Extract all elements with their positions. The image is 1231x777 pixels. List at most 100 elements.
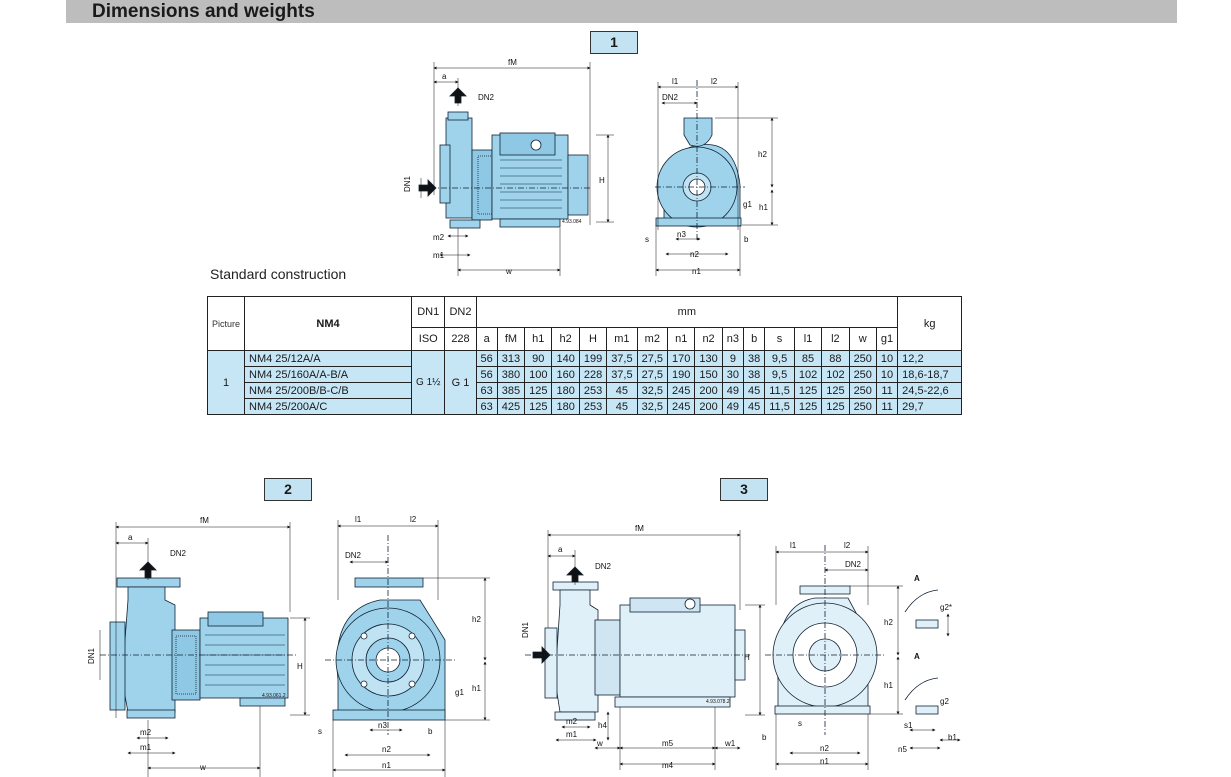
col-header-g1: g1 <box>875 327 899 351</box>
col-header-kg: kg <box>897 296 963 351</box>
cell-n1: 190 <box>667 366 696 383</box>
cell-n1: 170 <box>667 350 696 367</box>
cell-h2: 180 <box>551 382 580 399</box>
cell-l2: 125 <box>821 382 850 399</box>
dim-w-2: w <box>199 763 206 772</box>
cell-n3: 49 <box>721 382 745 399</box>
dim-DN2-front: DN2 <box>662 93 679 102</box>
drawing-3-front-labels: l1 l2 DN2 h2 h1 s b n2 n1 A A g2* g2 s1 … <box>762 541 957 766</box>
col-header-m1: m1 <box>606 327 638 351</box>
col-header-H: H <box>578 327 608 351</box>
cell-b: 45 <box>742 382 766 399</box>
cell-h1: 100 <box>524 366 553 383</box>
col-header-h2: h2 <box>551 327 580 351</box>
cell-b: 38 <box>742 366 766 383</box>
col-header-l2: l2 <box>821 327 850 351</box>
col-header-n1: n1 <box>667 327 696 351</box>
dim-H-3: H <box>744 653 750 662</box>
section-title: Dimensions and weights <box>92 1 315 22</box>
dim-DN2-2f: DN2 <box>345 551 362 560</box>
dim-DN2-2: DN2 <box>170 549 187 558</box>
cell-picture: 1 <box>206 350 246 415</box>
dim-n2-2: n2 <box>382 745 391 754</box>
motor-body-2 <box>199 617 289 699</box>
dim-m2-2: m2 <box>140 728 152 737</box>
drawing-2-front-dims <box>332 520 490 777</box>
dim-fM-3: fM <box>635 524 644 533</box>
pump-casing-2 <box>121 586 176 713</box>
caption-standard-construction: Standard construction <box>210 266 347 282</box>
cell-s: 11,5 <box>764 382 795 399</box>
drawing-1-front-labels: l1 l2 DN2 h2 h1 g1 s n3 b n2 n1 <box>645 77 768 276</box>
col-header-w: w <box>848 327 877 351</box>
drawing-2-labels: fM a DN2 DN1 H m2 m1 w 4.93.061.2 <box>87 516 303 772</box>
dim-g1-2: g1 <box>455 688 464 697</box>
cell-b: 45 <box>742 398 766 415</box>
dim-h2: h2 <box>758 150 767 159</box>
cell-model: NM4 25/200B/B-C/B <box>244 382 413 399</box>
dim-b: b <box>744 235 749 244</box>
dim-n1: n1 <box>692 267 701 276</box>
cell-a: 63 <box>475 382 498 399</box>
drawing-2-side-view <box>100 561 298 719</box>
col-header-picture: Picture <box>206 296 246 351</box>
dim-s-3: s <box>798 719 802 728</box>
col-header-m2: m2 <box>636 327 669 351</box>
dim-s: s <box>645 235 649 244</box>
col-header-b: b <box>742 327 766 351</box>
col-header-model: NM4 <box>244 296 413 351</box>
dim-a-2: a <box>128 533 133 542</box>
cell-l2: 102 <box>821 366 850 383</box>
drawing-2-front-view <box>325 535 455 735</box>
picture-3-label: 3 <box>720 478 768 501</box>
dim-w-3: w <box>596 739 603 748</box>
cell-model: NM4 25/12A/A <box>244 350 413 367</box>
col-header-mm: mm <box>475 296 899 328</box>
drawing-code: 4.93.084 <box>562 219 582 225</box>
drawing-3-dimensions <box>547 530 765 770</box>
drawing-2-front-labels: l1 l2 DN2 h2 h1 g1 s n3 b n2 n1 <box>318 515 481 770</box>
cell-n3: 30 <box>721 366 745 383</box>
col-header-s: s <box>764 327 795 351</box>
cell-model: NM4 25/200A/C <box>244 398 413 415</box>
dim-l2: l2 <box>711 77 718 86</box>
cell-h2: 140 <box>551 350 580 367</box>
dim-DN2-3: DN2 <box>595 562 612 571</box>
cell-w: 250 <box>848 366 877 383</box>
dim-m2: m2 <box>433 233 445 242</box>
cell-n3: 9 <box>721 350 745 367</box>
cell-h1: 125 <box>524 398 553 415</box>
dim-b-2: b <box>428 727 433 736</box>
drawing-3-front-dims <box>775 546 961 770</box>
motor-body-3 <box>619 604 736 698</box>
drawing-1-front-view <box>655 80 745 240</box>
cell-fM: 313 <box>496 350 526 367</box>
cell-fM: 385 <box>496 382 526 399</box>
cell-l1: 125 <box>793 382 823 399</box>
cell-H: 253 <box>578 398 608 415</box>
cell-H: 253 <box>578 382 608 399</box>
dim-a: a <box>442 72 447 81</box>
cell-l1: 102 <box>793 366 823 383</box>
cell-g1: 10 <box>875 366 899 383</box>
cell-s: 9,5 <box>764 366 795 383</box>
dim-n2-3: n2 <box>820 744 829 753</box>
cell-l1: 125 <box>793 398 823 415</box>
dim-DN2: DN2 <box>478 93 495 102</box>
dim-h2-3: h2 <box>884 618 893 627</box>
cell-n2: 150 <box>694 366 723 383</box>
cell-kg: 24,5-22,6 <box>897 382 963 399</box>
dim-m4-3: m4 <box>662 761 674 770</box>
cell-h2: 160 <box>551 366 580 383</box>
drawing-2-dimensions <box>99 522 310 777</box>
dim-w: w <box>505 267 512 276</box>
dim-H: H <box>599 176 605 185</box>
cell-kg: 12,2 <box>897 350 963 367</box>
cell-l2: 88 <box>821 350 850 367</box>
dim-m1: m1 <box>433 251 445 260</box>
col-header-fM: fM <box>496 327 526 351</box>
